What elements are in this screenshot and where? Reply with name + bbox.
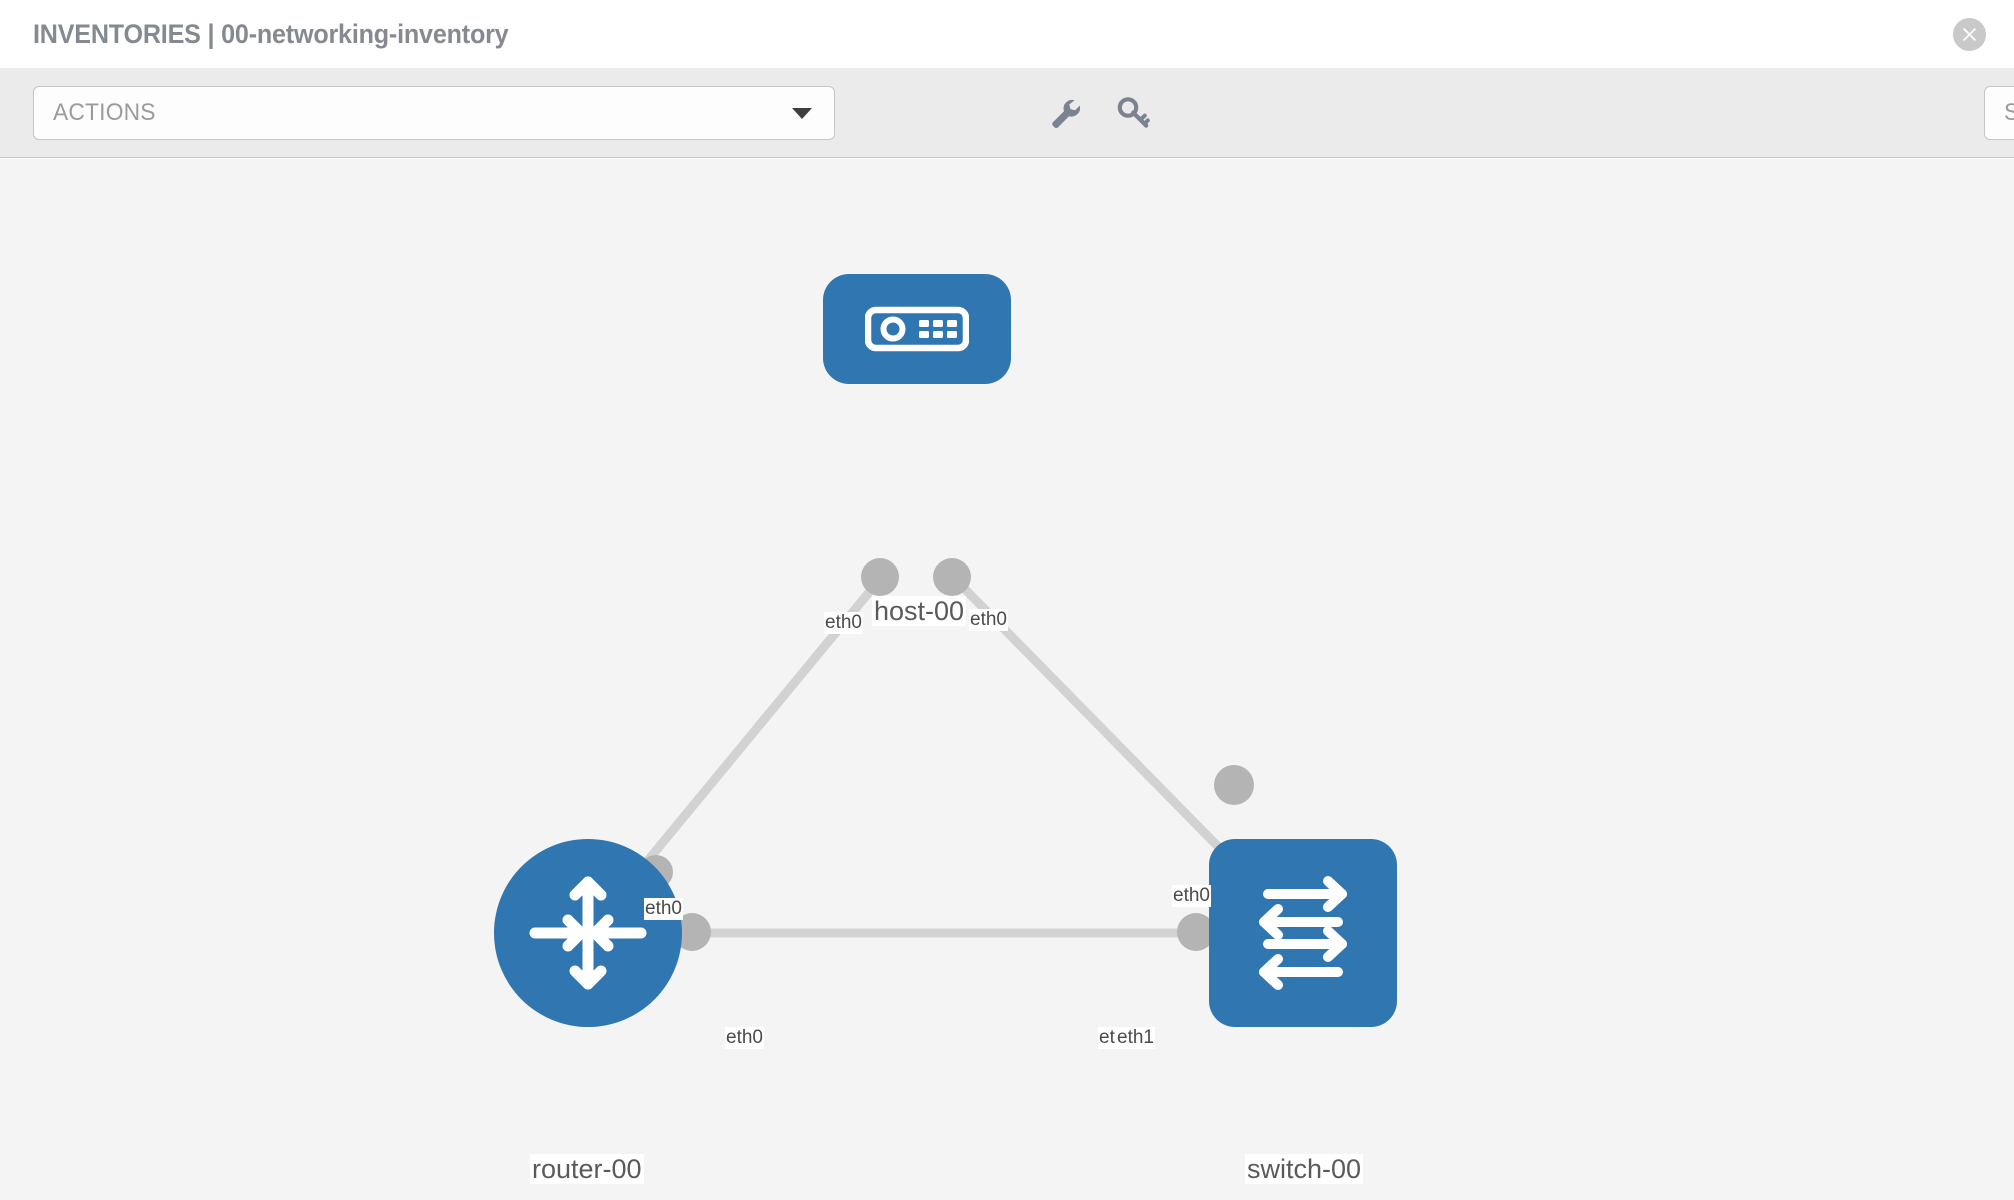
interface-label-switch-left-over: eth1 — [1116, 1027, 1155, 1049]
switch-arrows-icon — [1259, 876, 1347, 990]
interface-label-router-uplink: eth0 — [644, 898, 683, 920]
connector-switch-up — [1214, 765, 1254, 805]
key-icon[interactable] — [1110, 90, 1156, 136]
interface-label-host-left: eth0 — [824, 612, 863, 634]
search-input[interactable]: SEARCH — [1984, 85, 2014, 140]
topology-node-label-host-00: host-00 — [872, 596, 967, 627]
close-icon[interactable] — [1953, 18, 1986, 51]
actions-dropdown-label: ACTIONS — [53, 98, 156, 126]
topology-node-switch-00[interactable] — [1209, 839, 1397, 1027]
page-title: INVENTORIES | 00-networking-inventory — [33, 18, 509, 49]
topology-node-router-00[interactable] — [494, 839, 682, 1027]
topology-node-label-router-00: router-00 — [530, 1154, 644, 1185]
topology-node-host-00[interactable] — [823, 274, 1011, 384]
connector-host-right — [933, 558, 971, 596]
toolbar: ACTIONS SEARCH — [0, 68, 2014, 158]
topology-canvas[interactable]: host-00 router-00 switch-00 eth0 eth0 et… — [0, 159, 2014, 1200]
topology-node-label-switch-00: switch-00 — [1245, 1154, 1364, 1185]
search-input-placeholder: SEARCH — [2004, 99, 2014, 127]
connector-router-right — [673, 913, 711, 951]
connector-switch-left — [1177, 913, 1215, 951]
interface-label-router-right: eth0 — [725, 1027, 764, 1049]
chevron-down-icon — [792, 107, 812, 119]
wrench-icon[interactable] — [1042, 90, 1088, 136]
interface-label-switch-uplink: eth0 — [1172, 885, 1211, 907]
server-appliance-icon — [865, 306, 969, 352]
connector-host-left — [861, 558, 899, 596]
topology-links — [584, 575, 1307, 938]
page-header: INVENTORIES | 00-networking-inventory — [0, 0, 2014, 68]
interface-label-host-right: eth0 — [969, 609, 1008, 631]
router-arrows-icon — [529, 876, 647, 990]
topology-connectors — [639, 558, 1254, 951]
actions-dropdown[interactable]: ACTIONS — [33, 85, 835, 140]
